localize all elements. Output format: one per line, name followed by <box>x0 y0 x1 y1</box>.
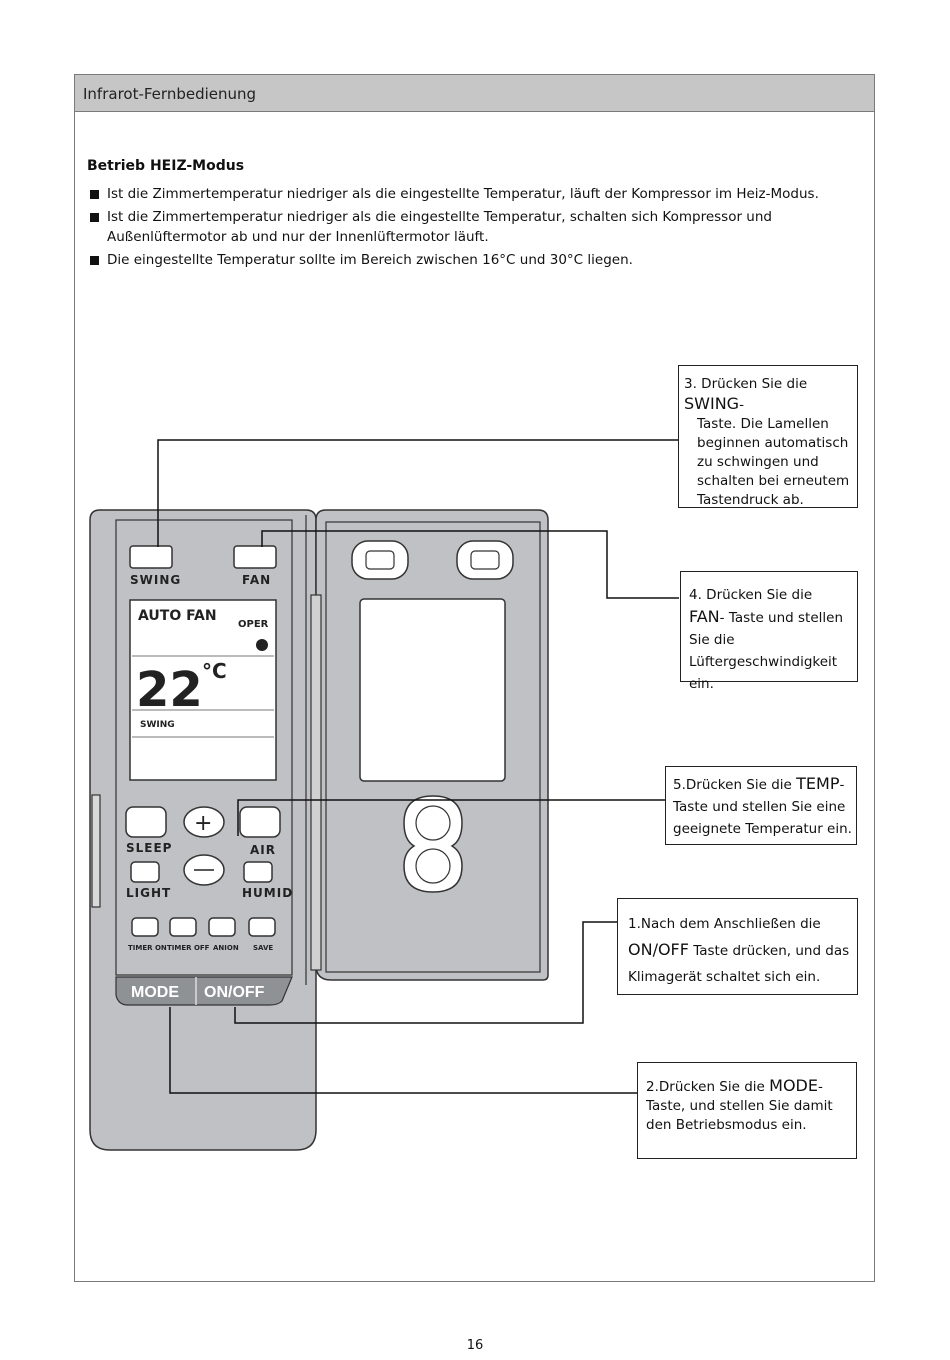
header-bar: Infrarot-Fernbedienung <box>75 75 874 112</box>
list-item: Ist die Zimmertemperatur niedriger als d… <box>88 207 868 247</box>
page-title: Infrarot-Fernbedienung <box>83 85 257 103</box>
sun-icon <box>256 639 268 651</box>
callout-rest: Taste. Die Lamellen beginnen automatisch… <box>697 416 850 508</box>
callout-rest: Taste und stellen Sie eine geeignete Tem… <box>673 799 852 837</box>
air-button-label: AIR <box>250 843 276 857</box>
fan-button[interactable] <box>233 545 277 569</box>
bullet-text: Ist die Zimmertemperatur niedriger als d… <box>107 186 819 202</box>
sleep-button-label: SLEEP <box>126 841 172 855</box>
mode-button[interactable]: MODE <box>131 984 179 1001</box>
callout-suffix: - <box>839 777 845 793</box>
knob-ring <box>415 805 451 841</box>
humid-button[interactable] <box>243 861 273 883</box>
humid-button-label: HUMID <box>242 886 293 900</box>
callout-key: TEMP <box>796 774 840 793</box>
lcd-oper-text: OPER <box>238 619 269 630</box>
side-slot <box>91 794 101 908</box>
callout-key: ON/OFF <box>628 940 689 959</box>
light-button[interactable] <box>130 861 160 883</box>
knob-ring <box>415 848 451 884</box>
air-button[interactable] <box>239 806 281 838</box>
callout-prefix: 5.Drücken Sie die <box>673 777 797 793</box>
onoff-button[interactable]: ON/OFF <box>204 984 265 1001</box>
callout-key: MODE <box>769 1076 818 1095</box>
onoff-callout: 1.Nach dem Anschließen die ON/OFF Taste … <box>617 898 858 995</box>
square-bullet-icon <box>90 213 99 222</box>
bullet-text: Ist die Zimmertemperatur niedriger als d… <box>107 209 772 245</box>
mode-leader-line <box>169 1007 637 1094</box>
swing-callout: 3. Drücken Sie die SWING- Taste. Die Lam… <box>678 365 858 508</box>
lcd-swing-text: SWING <box>140 720 175 730</box>
plus-icon: + <box>194 811 212 836</box>
battery-clip-right <box>456 540 514 580</box>
onoff-leader-line <box>234 921 617 1024</box>
clip-detail <box>365 550 395 570</box>
callout-rest: und stellen Sie damit den Betriebsmodus … <box>646 1098 833 1133</box>
temp-callout: 5.Drücken Sie die TEMP- Taste und stelle… <box>665 766 857 845</box>
callout-rest: Klimagerät schaltet sich ein. <box>628 969 821 985</box>
lcd-temperature: 22 <box>136 662 203 718</box>
save-button[interactable] <box>248 917 276 937</box>
temp-up-button[interactable] <box>183 806 225 838</box>
fan-leader-line <box>261 530 679 599</box>
clip-detail <box>470 550 500 570</box>
anion-label: ANION <box>213 944 239 952</box>
save-label: SAVE <box>253 944 273 952</box>
page-number: 16 <box>466 1338 484 1353</box>
callout-prefix: 2.Drücken Sie die <box>646 1079 770 1095</box>
battery-clip-left <box>351 540 409 580</box>
light-button-label: LIGHT <box>126 886 171 900</box>
temp-leader-line <box>237 799 666 836</box>
callout-prefix: 4. Drücken Sie die <box>689 587 813 603</box>
anion-button[interactable] <box>208 917 236 937</box>
sleep-button[interactable] <box>125 806 167 838</box>
callout-line1: 1.Nach dem Anschließen die <box>628 916 821 932</box>
list-item: Ist die Zimmertemperatur niedriger als d… <box>88 184 868 204</box>
button-panel <box>115 519 293 976</box>
swing-leader-line <box>157 439 679 547</box>
callout-key: FAN <box>689 607 720 626</box>
callout-text: ON/OFF Taste drücken, und das <box>628 937 853 964</box>
fan-callout: 4. Drücken Sie die FAN- Taste und stelle… <box>680 571 858 692</box>
lid-window <box>359 598 506 782</box>
square-bullet-icon <box>90 256 99 265</box>
section-title: Betrieb HEIZ-Modus <box>87 158 245 174</box>
lcd-unit: °C <box>202 659 227 683</box>
list-item: Die eingestellte Temperatur sollte im Be… <box>88 250 868 270</box>
callout-suffix: - <box>719 610 725 626</box>
mode-callout: 2.Drücken Sie die MODE-Taste, und stelle… <box>637 1062 857 1159</box>
callout-prefix: 3. Drücken Sie die <box>684 376 808 392</box>
timer-on-label: TIMER ON <box>128 944 167 952</box>
lcd-display <box>129 599 277 781</box>
fan-button-label: FAN <box>242 573 271 587</box>
callout-text: 3. Drücken Sie die SWING- <box>684 375 857 415</box>
square-bullet-icon <box>90 190 99 199</box>
mode-onoff-bar <box>115 976 293 1006</box>
callout-suffix: Taste drücken, und das <box>688 943 850 959</box>
lcd-mode-text: AUTO FAN <box>138 608 217 624</box>
page-frame: Infrarot-Fernbedienung <box>74 74 875 1282</box>
timer-off-label: TIMER OFF <box>167 944 210 952</box>
timer-on-button[interactable] <box>131 917 159 937</box>
hinge <box>310 594 322 971</box>
swing-button[interactable] <box>129 545 173 569</box>
bullet-text: Die eingestellte Temperatur sollte im Be… <box>107 252 633 268</box>
callout-suffix: -Taste, <box>646 1079 823 1114</box>
callout-key: SWING <box>684 394 740 413</box>
callout-suffix: - <box>739 397 744 413</box>
lid-inner <box>325 521 541 973</box>
timer-off-button[interactable] <box>169 917 197 937</box>
callout-rest: Taste und stellen Sie die Lüftergeschwin… <box>689 610 844 692</box>
swing-button-label: SWING <box>130 573 181 587</box>
bullet-list: Ist die Zimmertemperatur niedriger als d… <box>88 184 868 273</box>
